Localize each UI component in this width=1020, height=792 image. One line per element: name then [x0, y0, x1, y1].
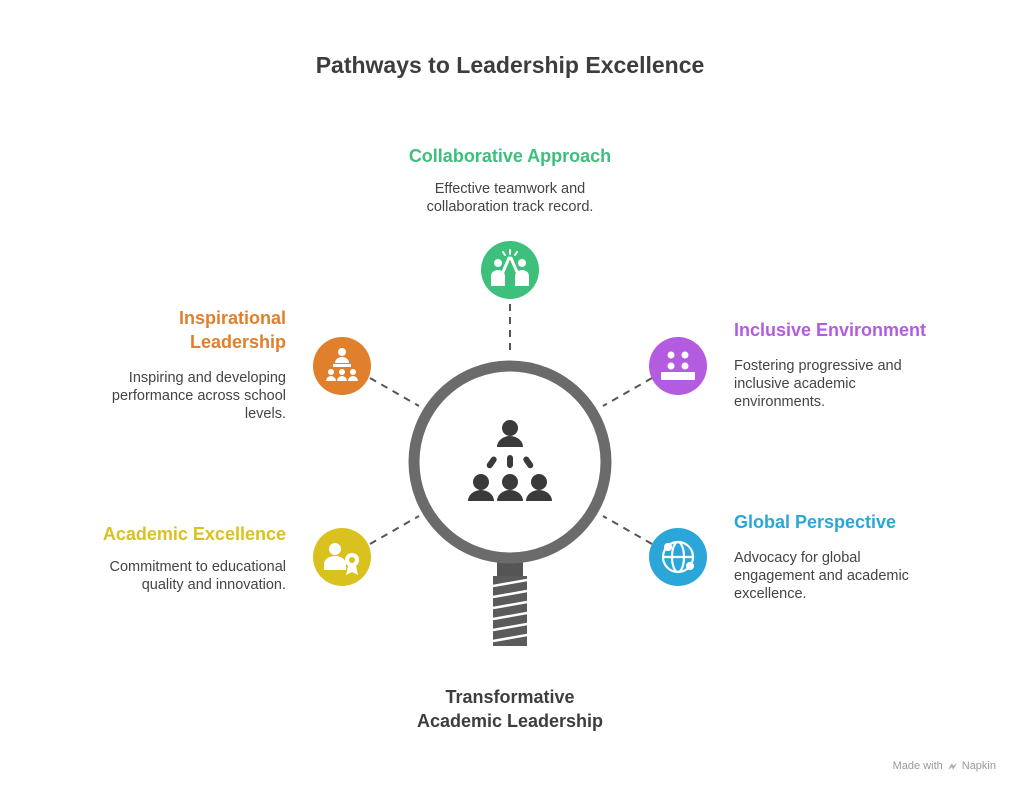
- magnifier-handle: [492, 562, 528, 646]
- desc-collaborative: Effective teamwork and collaboration tra…: [360, 180, 660, 216]
- footer-brand: Napkin: [961, 760, 996, 772]
- handle-grip: [493, 576, 527, 646]
- high-five-icon: [491, 249, 529, 286]
- desc-collaborative-line: Effective teamwork and: [434, 181, 586, 197]
- hierarchy-team-icon: [468, 420, 552, 501]
- desc-inclusive: Fostering progressive and inclusive acad…: [734, 357, 994, 411]
- node-inspirational: [313, 337, 371, 395]
- connector-inclusive: [602, 377, 653, 407]
- desc-inclusive-line: environments.: [734, 394, 826, 410]
- page-title: Pathways to Leadership Excellence: [315, 52, 705, 78]
- desc-inspirational: Inspiring and developing performance acr…: [26, 369, 286, 423]
- center-label: Transformative Academic Leadership: [360, 685, 660, 733]
- desc-academic-line: quality and innovation.: [141, 577, 286, 593]
- node-global: [649, 528, 707, 586]
- handle-grip-stripes: [492, 578, 528, 643]
- heading-inspirational: Inspirational Leadership: [26, 306, 286, 354]
- heading-collaborative: Collaborative Approach: [408, 146, 612, 166]
- heading-inclusive: Inclusive Environment: [734, 320, 927, 340]
- heading-academic: Academic Excellence: [102, 524, 286, 544]
- award-person-icon: [324, 543, 359, 575]
- desc-inspirational-line: Inspiring and developing: [128, 370, 286, 386]
- heading-inspirational-line: Inspirational: [178, 308, 286, 328]
- center-label-line: Transformative: [445, 687, 575, 707]
- node-academic-circle: [313, 528, 371, 586]
- node-academic: [313, 528, 371, 586]
- connector-academic: [369, 515, 420, 545]
- desc-academic-line: Commitment to educational: [109, 559, 287, 575]
- desc-inspirational-line: levels.: [244, 406, 286, 422]
- node-inclusive-circle: [649, 337, 707, 395]
- group-meeting-icon: [661, 351, 695, 380]
- desc-global-line: excellence.: [734, 586, 807, 602]
- desc-academic: Commitment to educational quality and in…: [26, 558, 287, 594]
- desc-inspirational-line: performance across school: [111, 388, 286, 404]
- center-label-line: Academic Leadership: [416, 711, 604, 731]
- desc-global-line: engagement and academic: [734, 568, 909, 584]
- connectors: [369, 304, 653, 545]
- heading-global: Global Perspective: [734, 512, 897, 532]
- desc-collaborative-line: collaboration track record.: [426, 199, 594, 215]
- presenter-audience-icon: [326, 348, 358, 381]
- napkin-logo-icon: [947, 762, 957, 770]
- desc-global: Advocacy for global engagement and acade…: [734, 549, 994, 603]
- footer-made-with: Made with: [892, 760, 943, 772]
- globe-network-icon: [661, 540, 695, 574]
- connector-inspirational: [369, 377, 420, 407]
- footer-watermark: Made with Napkin: [893, 760, 996, 772]
- desc-inclusive-line: inclusive academic: [734, 376, 856, 392]
- connector-global: [602, 515, 653, 545]
- desc-global-line: Advocacy for global: [734, 550, 861, 566]
- desc-inclusive-line: Fostering progressive and: [734, 358, 902, 374]
- node-inclusive: [649, 337, 707, 395]
- handle-neck: [497, 562, 523, 576]
- heading-inspirational-line: Leadership: [189, 332, 286, 352]
- node-collaborative: [481, 241, 539, 299]
